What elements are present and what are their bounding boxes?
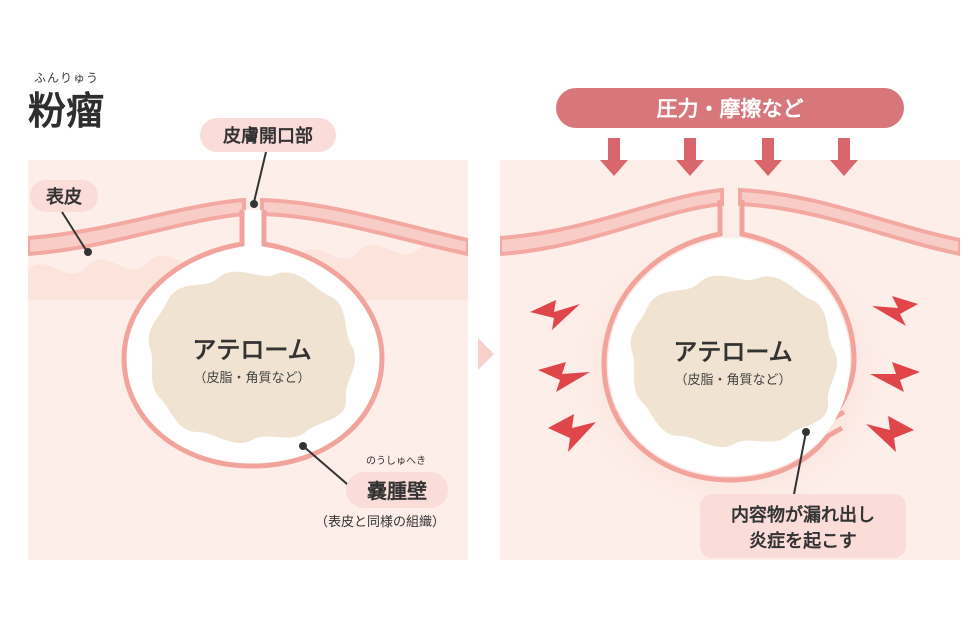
left-panel (28, 160, 468, 560)
pain-bolt-icon-6 (866, 416, 914, 452)
pressure-banner-text: 圧力・摩擦など (657, 97, 804, 121)
label-cyst-wall-bg (346, 472, 448, 508)
pressure-banner-bg (556, 88, 904, 128)
pressure-banner: 圧力・摩擦など (556, 88, 904, 128)
label-skin-opening-dot (250, 200, 258, 208)
pain-bolt-icon-4 (872, 296, 918, 326)
leak-callout-line1: 内容物が漏れ出し (731, 504, 875, 526)
leak-callout: 内容物が漏れ出し 炎症を起こす (700, 428, 906, 558)
pain-bolt-icon-5 (870, 362, 920, 392)
left-core-sub: （皮脂・角質など） (193, 371, 310, 386)
right-core-title: アテローム (673, 338, 792, 366)
title-block: ふんりゅう 粉瘤 (28, 71, 104, 133)
transition-chevron-icon (478, 338, 494, 370)
leak-callout-leader (793, 431, 807, 495)
label-epidermis-leader (61, 211, 87, 251)
label-epidermis: 表皮 (30, 180, 98, 256)
label-skin-opening-text: 皮膚開口部 (223, 125, 313, 147)
title-main: 粉瘤 (28, 89, 104, 133)
down-arrow-icon-2 (676, 138, 704, 176)
label-skin-opening: 皮膚開口部 (200, 118, 336, 208)
leak-callout-line2: 炎症を起こす (749, 530, 857, 552)
down-arrow-icon-4 (830, 138, 858, 176)
pain-bolt-icon-1 (530, 300, 580, 330)
label-cyst-wall-sub: （表皮と同様の組織） (315, 515, 445, 530)
label-cyst-wall-leader (302, 445, 355, 491)
right-epidermis-right (738, 187, 960, 257)
left-epidermis-right (260, 197, 468, 257)
down-arrow-icon-1 (600, 138, 628, 176)
right-panel (500, 160, 960, 560)
right-core-sub: （皮脂・角質など） (674, 373, 791, 388)
pain-bolt-icon-3 (548, 414, 596, 452)
label-cyst-wall-ruby: のうしゅへき (366, 455, 426, 467)
pain-bolt-icon-2 (538, 362, 590, 392)
left-core-title: アテローム (192, 336, 311, 364)
left-core (148, 271, 356, 444)
down-arrow-icon-3 (754, 138, 782, 176)
title-ruby: ふんりゅう (34, 71, 99, 85)
label-cyst-wall: のうしゅへき 嚢腫壁 （表皮と同様の組織） (299, 442, 448, 530)
label-epidermis-bg (30, 180, 98, 212)
right-core (630, 275, 838, 448)
label-cyst-wall-text: 嚢腫壁 (366, 479, 427, 503)
label-skin-opening-leader (253, 151, 267, 203)
pressure-arrows (600, 138, 858, 176)
label-epidermis-dot (84, 248, 92, 256)
leak-callout-bg (700, 494, 906, 558)
label-epidermis-text: 表皮 (46, 186, 82, 208)
label-skin-opening-bg (200, 118, 336, 152)
